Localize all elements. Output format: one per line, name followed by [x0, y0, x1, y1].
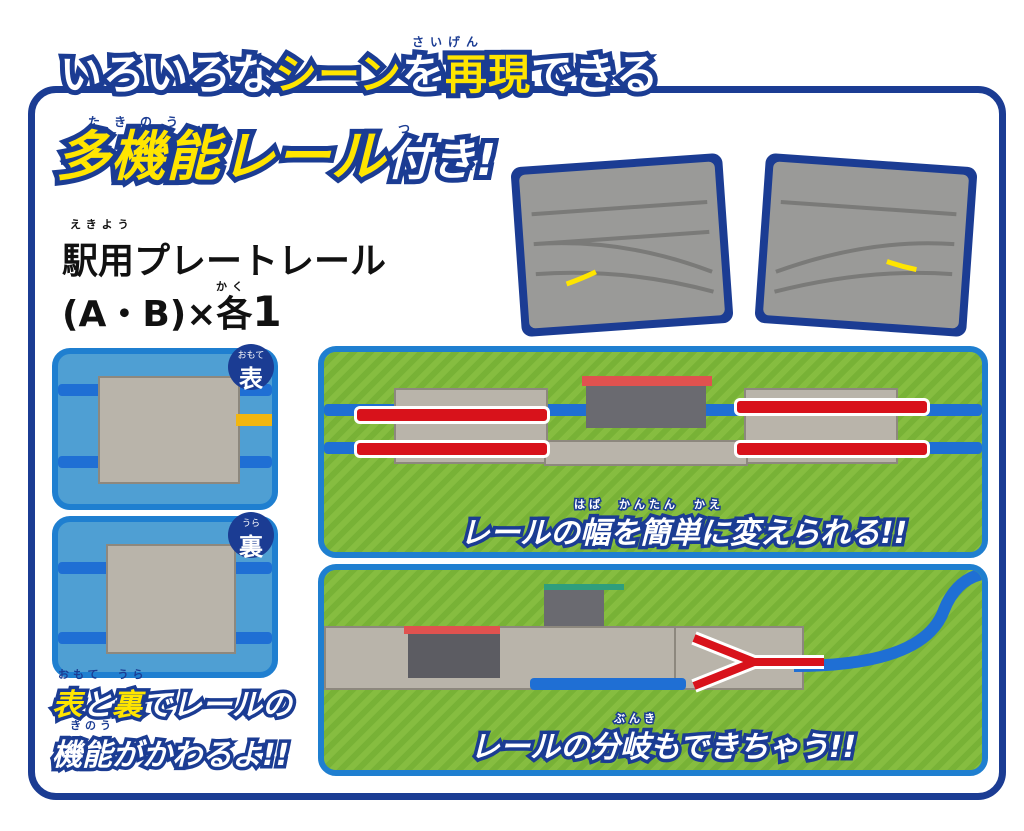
direction-arrow [354, 440, 550, 458]
product-name: 駅用プレートレール [62, 241, 387, 282]
station-platform-front [408, 634, 500, 678]
headline-text: を [397, 49, 449, 101]
back-badge-ruby: うら [241, 519, 260, 529]
plate-rail-b-image [754, 152, 978, 338]
headline-ruby-saigen: さいげん [412, 35, 485, 49]
caption-top: レールの幅を簡単に変えられる!! [456, 513, 910, 553]
headline-ruby-tsu: つ [398, 122, 417, 136]
headline-highlight: 再現 [440, 49, 535, 101]
back-badge-text: 裏 [239, 533, 263, 561]
branch-arrow [691, 631, 824, 693]
headline-line2: 多機能レール付き! [51, 125, 501, 189]
product-spec-text: (A・B)×各 [62, 294, 253, 335]
back-badge: うら 裏 [228, 512, 274, 561]
front-badge-ruby: おもて [237, 351, 265, 361]
station-roof [582, 376, 712, 386]
station-platform-rear [544, 590, 604, 626]
headline-text: できる [526, 49, 663, 101]
yellow-rail [236, 414, 272, 426]
headline-text: いろいろな [55, 49, 279, 101]
product-ruby: えきよう [70, 218, 134, 231]
caption-bottom: レールの分岐もできちゃう!! [466, 727, 859, 769]
side-note-ruby2: きのう [70, 719, 115, 732]
station-platform-base [544, 440, 748, 466]
product-spec: (A・B)×各1 [62, 285, 282, 337]
front-badge: おもて 表 [228, 344, 274, 393]
product-spec-ruby: かく [216, 280, 248, 293]
caption-top-ruby: はば かんたん かえ [573, 497, 724, 513]
product-spec-count: 1 [252, 287, 282, 336]
rail-width-photo: はば かんたん かえ レールの幅を簡単に変えられる!! [318, 346, 988, 558]
plate-rail-front [98, 376, 240, 484]
plate-rail-back [106, 544, 236, 654]
headline-highlight: シーン [270, 49, 406, 101]
direction-arrow [734, 440, 930, 458]
headline-text: 付き! [381, 134, 501, 188]
direction-arrow [734, 398, 930, 416]
headline-line1: いろいろなシーンを再現できる [55, 49, 663, 101]
curved-track [794, 570, 982, 672]
side-note-front: 表 [49, 685, 86, 727]
side-note-ruby1: おもて うら [58, 668, 148, 681]
headline-highlight: 多機能レール [51, 125, 390, 189]
side-note-back: 裏 [109, 685, 146, 727]
front-badge-text: 表 [239, 365, 263, 393]
plate-rail-a-image [510, 152, 734, 338]
plate-rail-a-drawing [531, 199, 715, 294]
headline-ruby-takinou: たきのう [88, 115, 193, 129]
caption-bottom-ruby: ぶんき [613, 711, 659, 727]
side-note-text: と [79, 685, 116, 727]
station-roof-rear [544, 584, 624, 590]
direction-arrow [354, 406, 550, 424]
side-note-line1: 表と裏でレールの [49, 680, 296, 727]
station-platform [586, 386, 706, 428]
rail-branch-photo: ぶんき レールの分岐もできちゃう!! [318, 564, 988, 776]
side-note-text: でレールの [139, 685, 296, 727]
front-side-photo [52, 348, 278, 510]
station-roof-front [404, 626, 500, 634]
plate-rail-b-drawing [774, 199, 957, 294]
side-note-line2: 機能がかわるよ!! [48, 735, 292, 777]
back-side-photo [52, 516, 278, 678]
